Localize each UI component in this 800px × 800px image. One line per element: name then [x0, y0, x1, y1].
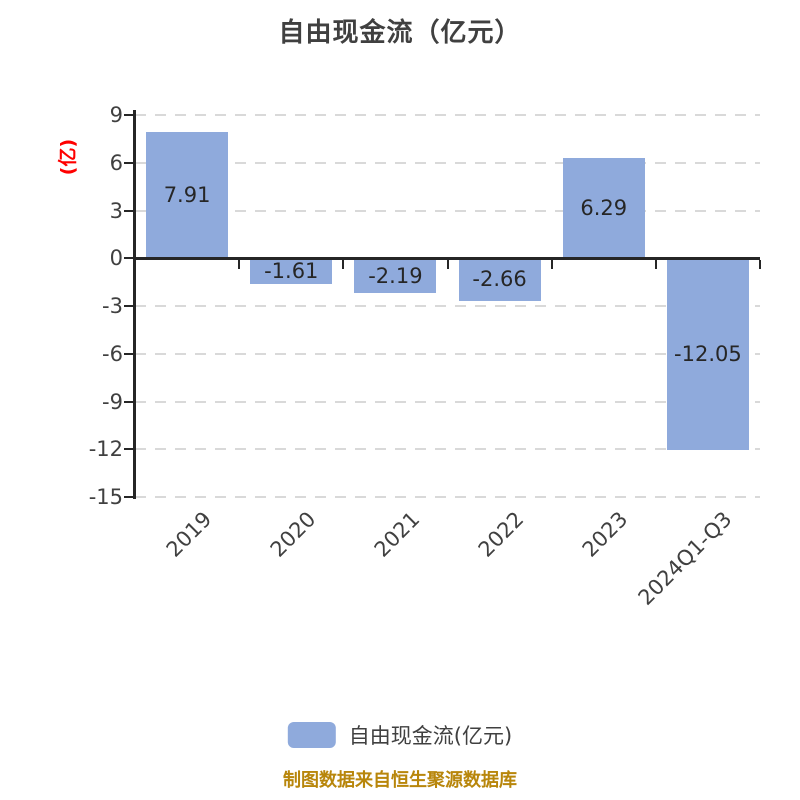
- gridline-6: [135, 161, 760, 164]
- y-tick-label--9: -9: [102, 389, 123, 414]
- bar-value-label-2024Q1-Q3: -12.05: [674, 342, 742, 367]
- y-tick-mark-9: [124, 114, 133, 116]
- gridline--9: [135, 400, 760, 403]
- chart-title: 自由现金流（亿元）: [278, 18, 522, 48]
- y-tick-mark--9: [124, 400, 133, 403]
- y-tick-mark--15: [124, 496, 133, 498]
- bar-value-label-2019: 7.91: [163, 183, 211, 208]
- x-tick-label-2021: 2021: [369, 507, 425, 562]
- x-tick-mark-3: [446, 259, 449, 269]
- y-tick-mark--12: [124, 448, 133, 451]
- x-tick-mark-6: [759, 259, 761, 269]
- x-tick-mark-5: [654, 259, 657, 269]
- bar-2019: 7.91: [146, 132, 229, 259]
- y-axis-line: [133, 110, 136, 499]
- y-tick-label--12: -12: [88, 437, 123, 462]
- x-tick-mark-2: [342, 259, 345, 269]
- x-tick-mark-1: [238, 259, 241, 269]
- x-axis-zero-line: [133, 256, 760, 260]
- y-tick-mark-6: [124, 161, 133, 164]
- gridline-3: [135, 209, 760, 212]
- y-tick-mark-3: [124, 209, 133, 212]
- legend-label: 自由现金流(亿元): [348, 724, 513, 748]
- bar-2023: 6.29: [562, 158, 645, 259]
- bar-value-label-2020: -1.61: [264, 259, 319, 284]
- x-tick-label-2022: 2022: [473, 507, 529, 562]
- y-tick-mark--6: [124, 352, 133, 355]
- bar-2020: -1.61: [250, 258, 333, 284]
- y-tick-label--15: -15: [88, 485, 123, 509]
- gridline-9: [135, 114, 760, 116]
- x-tick-mark-0: [134, 259, 136, 269]
- bar-value-label-2023: 6.29: [580, 196, 628, 221]
- legend-swatch: [287, 722, 336, 748]
- y-tick-label--6: -6: [102, 341, 123, 366]
- y-tick-mark-0: [124, 257, 133, 260]
- legend: 自由现金流(亿元): [287, 720, 513, 750]
- bar-2022: -2.66: [458, 258, 541, 301]
- bar-value-label-2021: -2.19: [368, 263, 423, 288]
- y-tick-mark--3: [124, 305, 133, 307]
- x-tick-label-2019: 2019: [161, 507, 217, 562]
- x-tick-label-2020: 2020: [265, 507, 321, 562]
- y-tick-label--3: -3: [102, 294, 123, 318]
- x-tick-mark-4: [550, 259, 553, 269]
- plot-area: 7.91 -1.61 -2.19 -2.66 6.29 -12.05: [124, 110, 761, 499]
- gridline--6: [135, 352, 760, 355]
- bar-2021: -2.19: [354, 258, 437, 294]
- gridline--12: [135, 448, 760, 451]
- y-tick-label-6: 6: [109, 150, 123, 175]
- footer-note: 制图数据来自恒生聚源数据库: [283, 770, 517, 791]
- y-tick-label-0: 0: [109, 246, 123, 271]
- bar-value-label-2022: -2.66: [472, 267, 527, 292]
- y-tick-label-9: 9: [109, 103, 123, 127]
- x-tick-label-2023: 2023: [577, 507, 633, 562]
- gridline--15: [135, 496, 760, 498]
- y-tick-label-3: 3: [109, 198, 123, 223]
- gridline--3: [135, 305, 760, 307]
- x-tick-label-2024Q1-Q3: 2024Q1-Q3: [633, 507, 737, 610]
- bar-2024Q1-Q3: -12.05: [666, 258, 749, 451]
